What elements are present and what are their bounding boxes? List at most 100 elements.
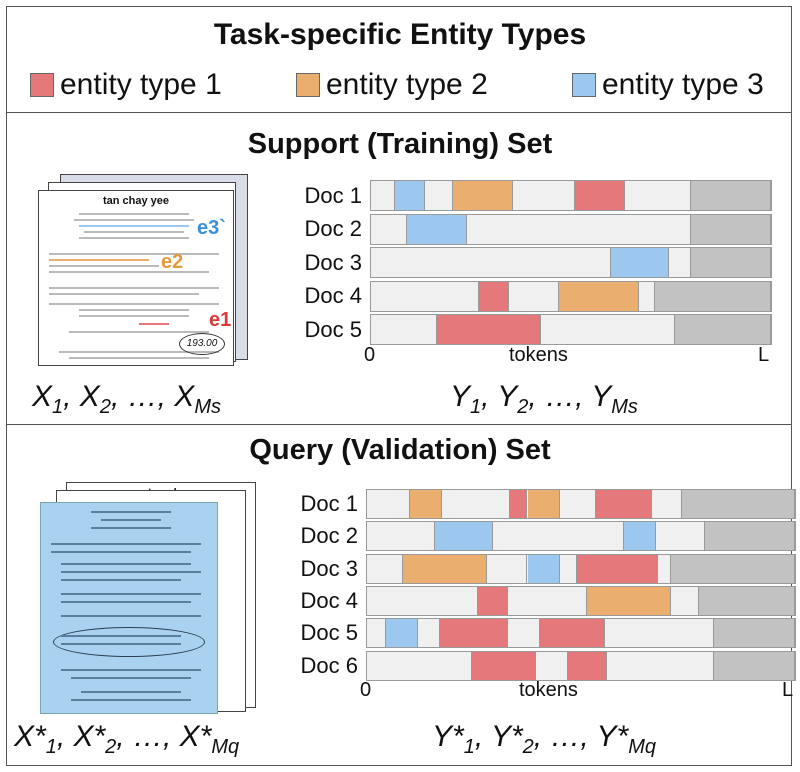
support-doc-row xyxy=(370,213,772,245)
support-doc-row xyxy=(370,280,772,312)
tag-e1: e1 xyxy=(209,309,232,331)
padding-span xyxy=(655,281,771,311)
entity-type-2-span xyxy=(409,490,442,518)
padding-span xyxy=(681,490,795,518)
entity-type-1-span xyxy=(576,554,659,583)
token-span xyxy=(441,490,511,518)
query-doc-row xyxy=(366,650,796,681)
entity-type-3-span xyxy=(623,522,656,551)
query-doc-label: Doc 5 xyxy=(300,620,358,646)
legend-label-2: entity type 2 xyxy=(326,68,488,101)
axis-label-start: 0 xyxy=(364,343,376,366)
padding-span xyxy=(698,586,795,615)
support-doc-row xyxy=(370,180,772,211)
token-span xyxy=(508,619,541,648)
query-doc-label: Doc 2 xyxy=(300,523,358,549)
support-doc-label: Doc 1 xyxy=(304,182,362,208)
padding-span xyxy=(713,619,795,648)
token-span xyxy=(606,651,714,680)
token-span xyxy=(367,586,479,615)
token-span xyxy=(559,554,577,583)
token-span xyxy=(371,181,395,210)
support-document-image: tan chay yee e3` e2 e1 193.00 xyxy=(30,170,255,370)
token-span xyxy=(367,651,472,680)
token-span xyxy=(371,248,611,277)
entity-type-1-span xyxy=(568,651,607,680)
token-span xyxy=(559,490,596,518)
token-span xyxy=(493,522,624,551)
token-span xyxy=(486,554,528,583)
token-span xyxy=(418,619,440,648)
token-span xyxy=(367,490,410,518)
query-formula-y: Y*1, Y*2, …, Y*Mq xyxy=(432,720,657,758)
axis-label-end: L xyxy=(758,343,770,366)
token-span xyxy=(371,281,479,311)
tag-e2: e2 xyxy=(161,251,184,273)
axis-label-end: L xyxy=(782,678,794,701)
padding-span xyxy=(705,522,795,551)
legend-entity-type-1: entity type 1 xyxy=(30,68,222,102)
token-span xyxy=(371,315,437,344)
token-span xyxy=(508,586,588,615)
entity-type-1-span xyxy=(439,619,509,648)
entity-type-1-span xyxy=(510,490,528,518)
token-span xyxy=(536,651,569,680)
query-doc-label: Doc 6 xyxy=(300,652,358,678)
entity-type-2-span xyxy=(587,586,671,615)
header-title: Task-specific Entity Types xyxy=(213,18,587,51)
token-span xyxy=(651,490,682,518)
support-formula-y: Y1, Y2, …, YMs xyxy=(450,380,638,418)
support-doc-label: Doc 2 xyxy=(304,216,362,241)
handwritten-total: 193.00 xyxy=(179,333,225,355)
circled-field xyxy=(53,627,205,657)
divider-top xyxy=(6,112,792,113)
query-doc-row xyxy=(366,489,796,519)
legend-entity-type-3: entity type 3 xyxy=(572,68,764,102)
query-page-front xyxy=(40,502,218,714)
token-span xyxy=(367,554,404,583)
token-span xyxy=(371,214,407,244)
entity-type-1-span xyxy=(575,181,625,210)
token-span xyxy=(467,214,691,244)
token-span xyxy=(509,281,559,311)
token-span xyxy=(670,586,699,615)
padding-span xyxy=(713,651,795,680)
token-span xyxy=(669,248,691,277)
padding-span xyxy=(691,181,771,210)
axis-label-start: 0 xyxy=(360,678,372,701)
query-doc-row xyxy=(366,553,796,584)
entity-type-2-span xyxy=(403,554,487,583)
query-doc-row xyxy=(366,521,796,552)
token-span xyxy=(658,554,671,583)
entity-type-1-span xyxy=(479,281,509,311)
entity-type-3-span xyxy=(611,248,669,277)
entity-type-3-span xyxy=(407,214,467,244)
receipt-name: tan chay yee xyxy=(102,195,170,207)
token-span xyxy=(425,181,453,210)
support-doc-label: Doc 4 xyxy=(304,283,362,308)
padding-span xyxy=(675,315,771,344)
query-doc-label: Doc 3 xyxy=(300,555,358,581)
entity-type-3-span xyxy=(386,619,419,648)
axis-label-middle: tokens xyxy=(519,678,578,701)
receipt-page-front: tan chay yee e3` e2 e1 193.00 xyxy=(38,190,234,366)
token-span xyxy=(604,619,714,648)
entity-type-2-span xyxy=(559,281,639,311)
support-doc-label: Doc 5 xyxy=(304,316,362,342)
entity-type-3-span xyxy=(395,181,425,210)
legend-label-3: entity type 3 xyxy=(602,68,764,101)
legend-swatch-2 xyxy=(296,73,320,97)
figure-frame xyxy=(6,6,792,766)
axis-label-middle: tokens xyxy=(509,343,568,366)
query-doc-row xyxy=(366,585,796,616)
padding-span xyxy=(691,214,771,244)
divider-middle xyxy=(6,424,792,425)
padding-span xyxy=(670,554,795,583)
entity-type-2-span xyxy=(453,181,513,210)
token-span xyxy=(367,522,436,551)
entity-type-1-span xyxy=(471,651,537,680)
token-span xyxy=(639,281,655,311)
legend-entity-type-2: entity type 2 xyxy=(296,68,488,102)
entity-type-3-span xyxy=(527,554,560,583)
entity-type-1-span xyxy=(478,586,509,615)
